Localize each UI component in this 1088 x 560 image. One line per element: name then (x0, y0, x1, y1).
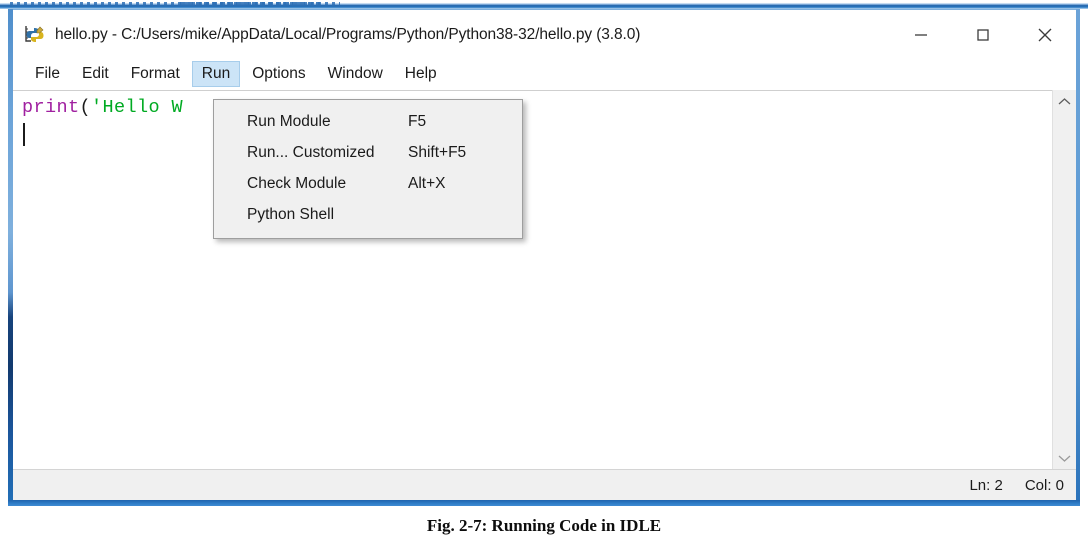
artifact-dots-left (10, 2, 340, 6)
title-bar[interactable]: hello.py - C:/Users/mike/AppData/Local/P… (13, 10, 1076, 59)
menu-run-label: Run (201, 65, 231, 82)
window-border-bottom (8, 500, 1080, 506)
menu-item-check-module-label: Check Module (247, 174, 347, 192)
run-dropdown-menu: Run Module F5 Run... Customized Shift+F5… (213, 99, 523, 239)
menu-file[interactable]: File (25, 61, 70, 87)
window-border-left (8, 9, 13, 506)
menu-help-label: Help (404, 65, 437, 82)
menu-format[interactable]: Format (121, 61, 190, 87)
menu-item-python-shell-label: Python Shell (247, 205, 335, 223)
maximize-button[interactable] (952, 10, 1014, 59)
menu-item-run-module[interactable]: Run Module F5 (214, 106, 522, 137)
menu-item-run-module-label: Run Module (247, 112, 331, 130)
status-bar: Ln: 2 Col: 0 (13, 469, 1076, 500)
close-button[interactable] (1014, 10, 1076, 59)
page-top-artifact (0, 0, 1088, 9)
window-border-right (1076, 9, 1080, 506)
code-token-string: 'Hello W (91, 97, 184, 118)
menu-options-label: Options (252, 65, 306, 82)
menu-window[interactable]: Window (318, 61, 393, 87)
code-token-paren: ( (79, 97, 92, 118)
scroll-up-icon[interactable] (1053, 90, 1076, 112)
menu-item-check-module-accel: Alt+X (408, 174, 446, 192)
menu-item-run-customized-accel: Shift+F5 (408, 143, 467, 161)
menu-edit-label: Edit (81, 65, 109, 82)
minimize-button[interactable] (890, 10, 952, 59)
figure-caption: Fig. 2-7: Running Code in IDLE (426, 516, 662, 535)
menu-item-python-shell[interactable]: Python Shell (214, 199, 522, 230)
menu-format-label: Format (130, 65, 180, 82)
code-line-1: print('Hello W (22, 96, 183, 120)
menu-window-label: Window (327, 65, 383, 82)
menu-edit[interactable]: Edit (72, 61, 119, 87)
text-caret (23, 123, 25, 146)
menu-item-check-module[interactable]: Check Module Alt+X (214, 168, 522, 199)
status-column-number: Col: 0 (1024, 476, 1064, 494)
menu-item-run-module-accel: F5 (408, 112, 427, 130)
menu-file-label: File (35, 65, 60, 82)
menu-item-run-customized-label: Run... Customized (247, 143, 375, 161)
close-icon (1038, 28, 1052, 41)
code-editor[interactable]: print('Hello W (13, 90, 1076, 469)
maximize-icon (977, 28, 989, 41)
window-client-area: hello.py - C:/Users/mike/AppData/Local/P… (13, 9, 1076, 500)
menu-options[interactable]: Options (242, 61, 315, 87)
menu-help[interactable]: Help (395, 61, 447, 87)
vertical-scrollbar[interactable] (1052, 90, 1076, 469)
scroll-down-icon[interactable] (1053, 447, 1076, 469)
status-line-number: Ln: 2 (969, 476, 1003, 494)
code-token-print: print (22, 97, 80, 118)
minimize-icon (915, 33, 927, 36)
artifact-dots-right (180, 2, 320, 6)
idle-editor-window: hello.py - C:/Users/mike/AppData/Local/P… (8, 9, 1080, 506)
menu-run[interactable]: Run (191, 61, 241, 87)
menu-item-run-customized[interactable]: Run... Customized Shift+F5 (214, 137, 522, 168)
window-title: hello.py - C:/Users/mike/AppData/Local/P… (55, 25, 641, 43)
window-controls (890, 10, 1076, 59)
menu-bar: File Edit Format Run Options Window Help (13, 59, 1076, 90)
idle-python-icon (24, 24, 46, 46)
